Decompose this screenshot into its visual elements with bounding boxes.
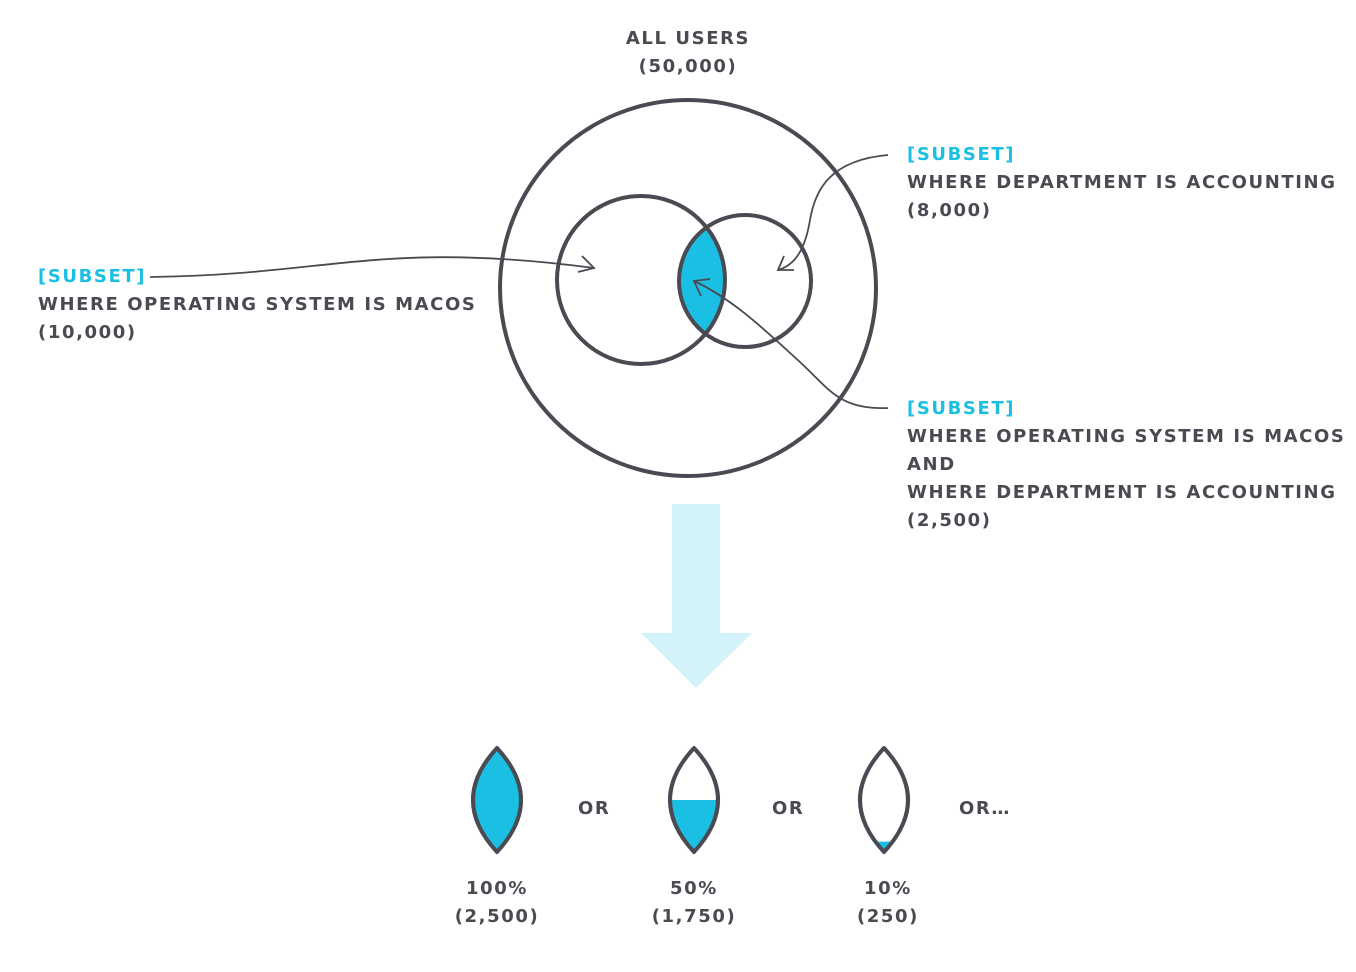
intersection-arrowhead [692, 278, 711, 297]
sample-count-100: (2,500) [454, 906, 540, 927]
subset-accounting-tag: [SUBSET] [907, 144, 1016, 165]
sample-caption-10: 10% (250) [818, 875, 958, 931]
separator-or-2: OR [772, 798, 805, 819]
subset-accounting-label: [SUBSET] WHERE DEPARTMENT IS ACCOUNTING … [907, 141, 1337, 225]
macos-arrowhead [577, 255, 596, 273]
separator-or-1: OR [578, 798, 611, 819]
subset-accounting-count: (8,000) [907, 200, 992, 221]
all-users-label: ALL USERS (50,000) [588, 25, 788, 81]
subset-accounting-condition: WHERE DEPARTMENT IS ACCOUNTING [907, 172, 1337, 193]
accounting-arrowhead [776, 255, 794, 271]
down-arrow [641, 504, 752, 688]
sample-lens-100 [471, 746, 523, 854]
subset-macos-label: [SUBSET] WHERE OPERATING SYSTEM IS MACOS… [38, 263, 476, 347]
intersection-connector [693, 280, 889, 409]
all-users-count: (50,000) [638, 56, 738, 77]
subset-both-label: [SUBSET] WHERE OPERATING SYSTEM IS MACOS… [907, 395, 1345, 535]
sample-percent-100: 100% [465, 878, 528, 899]
sample-caption-50: 50% (1,750) [624, 875, 764, 931]
subset-macos-count: (10,000) [38, 322, 137, 343]
all-users-circle [498, 98, 878, 478]
subset-macos-condition: WHERE OPERATING SYSTEM IS MACOS [38, 294, 477, 315]
sample-percent-10: 10% [864, 878, 912, 899]
accounting-circle [677, 213, 813, 349]
sample-lens-10 [858, 746, 910, 854]
subset-macos-tag: [SUBSET] [38, 266, 147, 287]
sample-fill-10 [860, 841, 908, 852]
sample-count-50: (1,750) [651, 906, 737, 927]
accounting-connector [777, 154, 889, 271]
sample-caption-100: 100% (2,500) [427, 875, 567, 931]
macos-circle [555, 194, 727, 366]
separator-or-3: OR… [959, 798, 1011, 819]
sample-fill-100 [473, 748, 521, 852]
macos-connector [149, 256, 595, 278]
all-users-title: ALL USERS [625, 28, 751, 49]
intersection-region [679, 215, 725, 347]
sample-lens-50 [668, 746, 720, 854]
subset-both-tag: [SUBSET] [907, 398, 1016, 419]
sample-count-10: (250) [856, 906, 920, 927]
subset-both-condition-1: WHERE OPERATING SYSTEM IS MACOS [907, 426, 1346, 447]
subset-both-joiner: AND [907, 454, 956, 475]
subset-both-count: (2,500) [907, 510, 992, 531]
subset-both-condition-2: WHERE DEPARTMENT IS ACCOUNTING [907, 482, 1337, 503]
sample-percent-50: 50% [670, 878, 718, 899]
